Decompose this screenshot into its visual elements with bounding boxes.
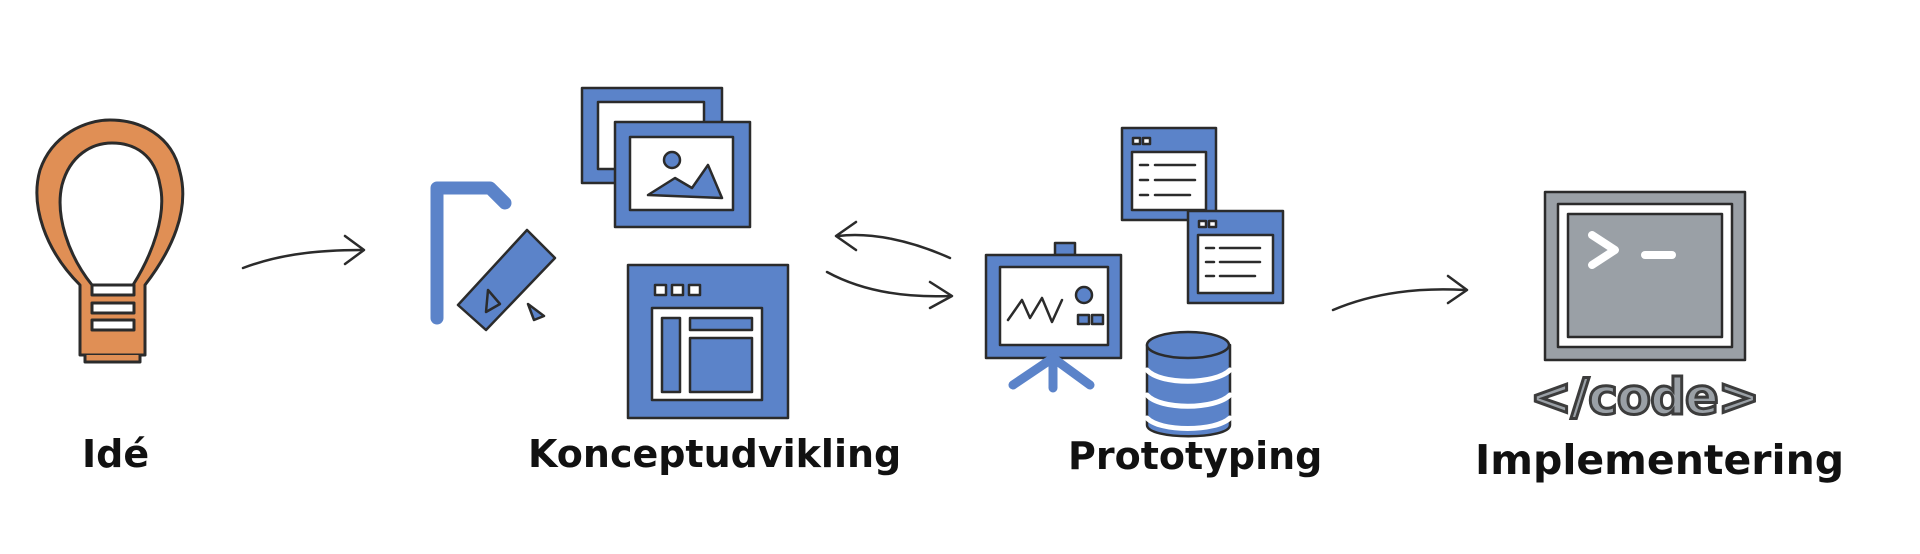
image-frames-icon [580,86,752,229]
presentation-board-icon [984,241,1123,393]
step-label-idea: Idé [82,432,150,476]
database-icon [1144,330,1233,438]
iteration-arrows-icon [825,220,954,310]
lightbulb-icon [35,118,185,364]
app-windows-icon [1120,126,1285,305]
wireframe-window-icon [626,263,790,420]
arrow-idea-to-concept-icon [241,234,366,270]
step-label-concept: Konceptudvikling [528,432,902,476]
terminal-icon [1543,190,1747,362]
step-label-implementation: Implementering [1475,436,1845,484]
arrow-prototype-to-implementation-icon [1331,274,1469,312]
pencil-sketch-icon [430,181,557,332]
code-tag-text: </code> [1529,367,1762,428]
step-label-prototype: Prototyping [1068,434,1323,478]
